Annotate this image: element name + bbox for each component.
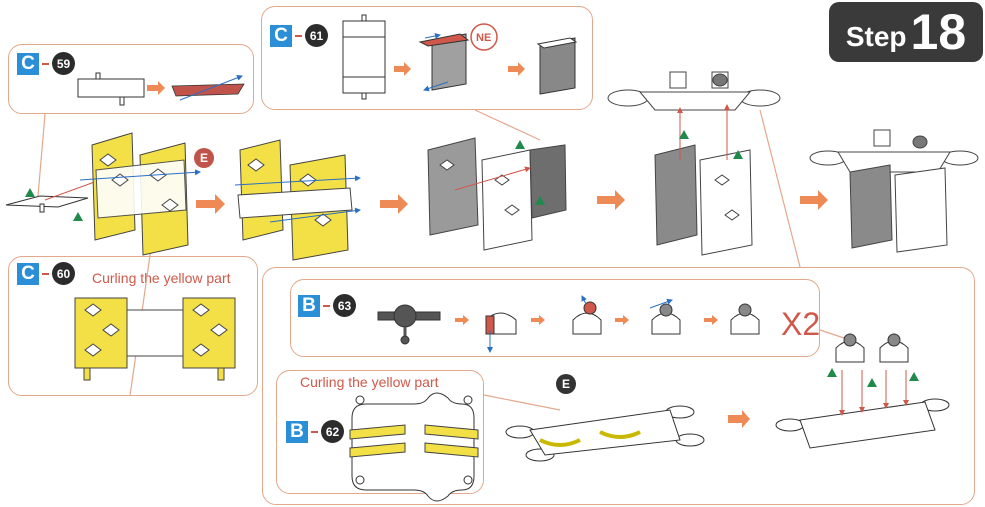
tag-letter: B (286, 420, 308, 443)
tag-letter: B (298, 294, 320, 317)
b63-hub-part (377, 304, 441, 345)
lower-assembly (654, 144, 753, 256)
tag-dash (311, 430, 318, 433)
tag-number: 61 (305, 24, 328, 47)
green-mark (25, 188, 35, 197)
loose-strip (5, 195, 89, 213)
b63-stage-4 (649, 298, 681, 335)
green-mark (827, 368, 837, 377)
c60-flat-part (74, 297, 236, 381)
green-mark (679, 130, 689, 139)
e-marker: E (194, 148, 214, 168)
bottom-red-guides (839, 370, 909, 416)
tag-letter: C (270, 24, 292, 47)
c61-folded-part (536, 37, 578, 95)
caption-curling-c60: Curling the yellow part (92, 270, 231, 286)
tag-c60: C 60 (17, 262, 75, 285)
next-arrow (147, 81, 165, 95)
tag-number: 59 (52, 52, 75, 75)
step-number: 18 (910, 4, 967, 60)
green-mark (535, 196, 545, 205)
tag-number: 60 (52, 262, 75, 285)
b62-curled-frame (505, 405, 705, 462)
tag-b62: B 62 (286, 420, 344, 443)
red-guide (44, 178, 101, 201)
yellow-assembly-2 (237, 139, 353, 261)
b63-stage-3 (572, 295, 602, 335)
tag-dash (323, 304, 330, 307)
next-arrow (508, 62, 525, 76)
b62-flat-frame (351, 392, 475, 502)
panel-c61 (261, 6, 593, 110)
tag-dash (295, 34, 302, 37)
c61-folding-part (418, 33, 470, 92)
main-arrow-1 (196, 194, 225, 214)
tag-letter: C (17, 52, 39, 75)
yellow-assembly-1 (91, 132, 189, 256)
ne-label: NE (476, 32, 491, 44)
green-mark (867, 378, 877, 387)
tag-b63: B 63 (298, 294, 356, 317)
e-marker: E (556, 374, 576, 394)
b62-yellow-strips (349, 424, 479, 458)
green-mark (733, 150, 743, 159)
b63-stage-2 (485, 312, 517, 353)
panel-c59 (8, 44, 254, 114)
green-mark (73, 212, 83, 221)
next-arrow (455, 315, 469, 325)
multiplier-x2: X2 (781, 306, 821, 342)
tag-c59: C 59 (17, 52, 75, 75)
tag-c61: C 61 (270, 24, 328, 47)
tag-number: 62 (321, 420, 344, 443)
green-mark (909, 372, 919, 381)
next-arrow (728, 410, 750, 428)
next-arrow (531, 315, 545, 325)
e-label: E (562, 377, 570, 391)
next-arrow (615, 315, 629, 325)
gray-assembly (427, 137, 567, 251)
b63-stage-5 (730, 303, 760, 335)
final-assembly (809, 129, 979, 253)
step-word: Step (845, 21, 907, 52)
green-mark (515, 140, 525, 149)
top-unit (607, 71, 781, 111)
tag-dash (42, 62, 49, 65)
next-arrow (394, 62, 411, 76)
tag-number: 63 (333, 294, 356, 317)
tag-letter: C (17, 262, 39, 285)
e-label: E (200, 151, 208, 165)
main-arrow-3 (597, 190, 625, 210)
main-arrow-2 (380, 194, 408, 214)
ne-callout: NE (470, 23, 498, 51)
next-arrow (704, 315, 718, 325)
tag-dash (42, 272, 49, 275)
caption-curling-b62: Curling the yellow part (300, 374, 439, 390)
main-arrow-4 (800, 190, 828, 210)
c61-flat-part (342, 14, 386, 100)
c59-bent-strip (171, 75, 245, 101)
step-badge: Step 18 (829, 2, 983, 62)
c59-flat-strip (77, 72, 145, 106)
